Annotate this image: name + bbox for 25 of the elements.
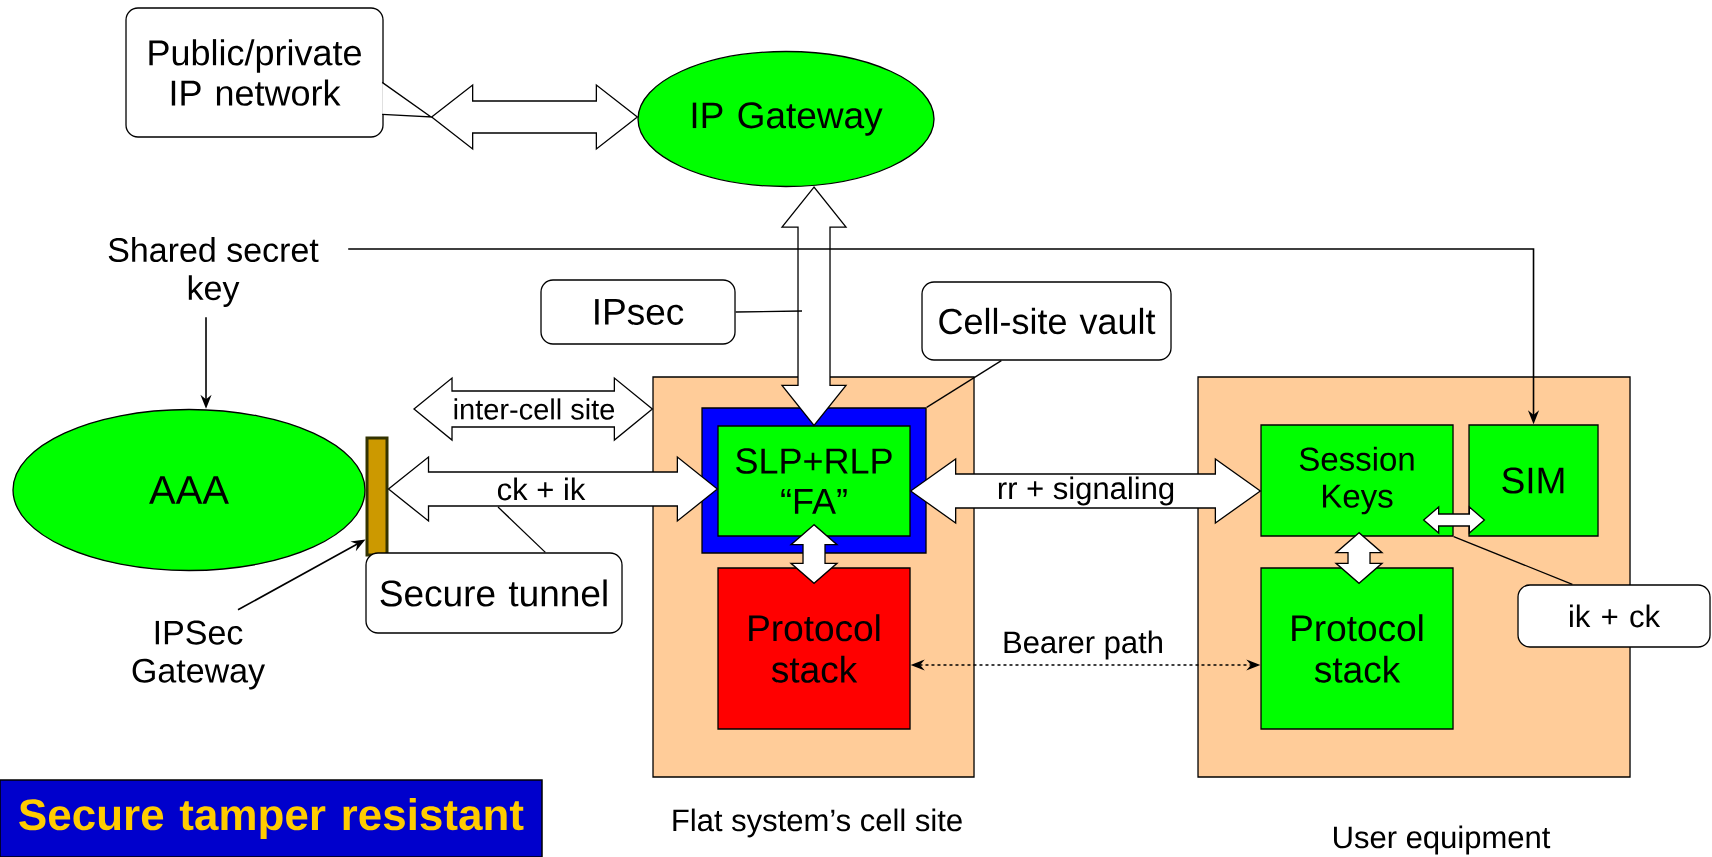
edge-label: Bearer path bbox=[1001, 629, 1165, 661]
double-arrow bbox=[780, 186, 848, 427]
edge-label: inter-cell site bbox=[451, 397, 617, 421]
node-label: User equipment bbox=[1334, 825, 1551, 855]
text-label: IPSec Gateway bbox=[132, 620, 265, 690]
callout-box: Public/private IP network bbox=[125, 7, 434, 138]
process-box: SLP+RLP “FA” bbox=[717, 425, 911, 537]
leader-line bbox=[926, 360, 1002, 408]
process-box: Protocol stack bbox=[717, 567, 911, 730]
node-label: Flat system’s cell site bbox=[673, 808, 962, 838]
callout-box: IPsec bbox=[540, 279, 736, 345]
banner: Secure tamper resistant bbox=[0, 779, 543, 857]
callout-box: Secure tunnel bbox=[365, 552, 623, 634]
gateway-bar bbox=[365, 436, 389, 557]
process-box: Session Keys bbox=[1260, 424, 1454, 537]
leader-line bbox=[1453, 536, 1573, 585]
leader-line bbox=[735, 310, 803, 313]
callout-box: ik + ck bbox=[1517, 584, 1711, 648]
process-box: Protocol stack bbox=[1260, 567, 1454, 730]
leader-line bbox=[497, 506, 546, 553]
callout-box: Cell-site vault bbox=[921, 281, 1172, 361]
edge-label: rr + signaling bbox=[995, 475, 1177, 507]
edge-label: ck + ik bbox=[495, 476, 587, 502]
text-label: Shared secret key bbox=[108, 237, 319, 307]
process-box: SIM bbox=[1468, 424, 1599, 537]
